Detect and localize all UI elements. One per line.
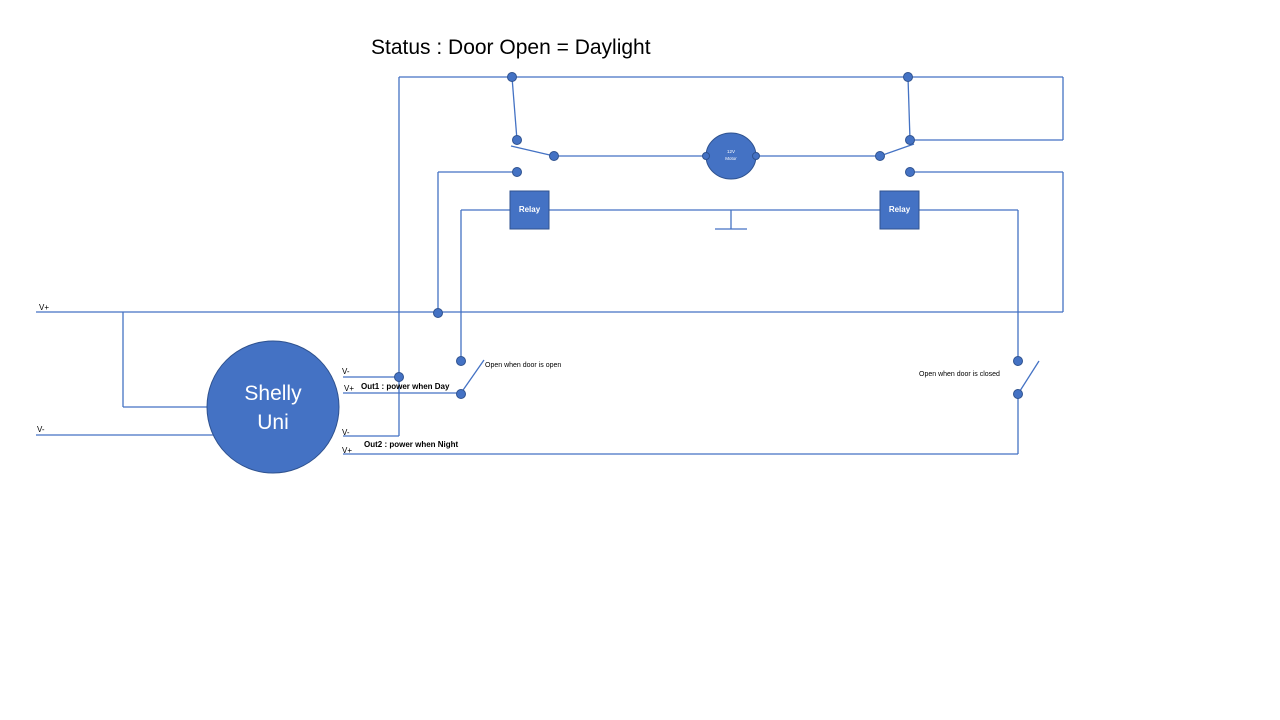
motor-name-label: Motor [725, 156, 737, 161]
right-relay-armature [879, 143, 915, 157]
supply-vplus-label: V+ [39, 303, 49, 312]
junction-dot [507, 72, 517, 82]
junction-dot [905, 135, 915, 145]
door-open-switch-label: Open when door is open [485, 362, 561, 369]
relay-left-box [509, 190, 550, 230]
out1-label: Out1 : power when Day [361, 382, 450, 391]
out2-vminus-label: V- [342, 428, 350, 437]
junction-dot [1013, 356, 1023, 366]
shelly-uni: Shelly Uni [206, 340, 340, 474]
shelly-uni-body [206, 340, 340, 474]
relay-left-label: Relay [519, 205, 541, 214]
left-relay-no-feed-wire [511, 76, 518, 141]
diagram-title: Status : Door Open = Daylight [371, 36, 651, 59]
relay-right-label: Relay [889, 205, 911, 214]
right-top-link-wire [907, 76, 911, 141]
motor-terminal-right [752, 152, 760, 160]
junction-dot [394, 372, 404, 382]
out2-vplus-label: V+ [342, 446, 352, 455]
supply-vminus-label: V- [37, 425, 45, 434]
shelly-name-line1: Shelly [244, 382, 302, 405]
relay-right-box [879, 190, 920, 230]
junction-dot [433, 308, 443, 318]
left-relay-armature [510, 145, 555, 157]
motor: 12V Motor [702, 132, 760, 180]
junction-dot [456, 356, 466, 366]
motor-voltage-label: 12V [727, 149, 735, 154]
junction-dot [903, 72, 913, 82]
relay-right: Relay [879, 190, 920, 230]
out2-label: Out2 : power when Night [364, 440, 459, 449]
motor-terminal-left [702, 152, 710, 160]
out1-vminus-label: V- [342, 367, 350, 376]
door-closed-switch-blade [1017, 360, 1040, 395]
junction-dot [875, 151, 885, 161]
junctions [394, 72, 1023, 399]
shelly-name-line2: Uni [257, 411, 289, 434]
junction-dot [905, 167, 915, 177]
junction-dot [512, 135, 522, 145]
junction-dot [549, 151, 559, 161]
relay-left: Relay [509, 190, 550, 230]
door-closed-switch-label: Open when door is closed [919, 371, 1000, 378]
out1-vplus-label: V+ [344, 384, 354, 393]
junction-dot [512, 167, 522, 177]
junction-dot [456, 389, 466, 399]
labels: V+ V- V- V+ Out1 : power when Day V- V+ … [37, 303, 1000, 455]
door-open-switch-blade [460, 359, 485, 394]
wires [36, 76, 1064, 455]
junction-dot [1013, 389, 1023, 399]
